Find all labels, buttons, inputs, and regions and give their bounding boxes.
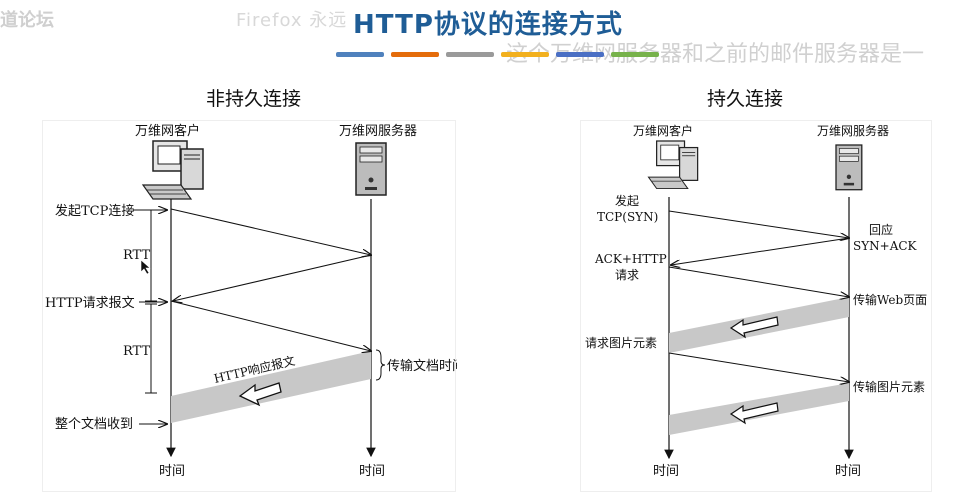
- transfer-time-label: 传输文档时间: [387, 358, 457, 374]
- time-label-server: 时间: [359, 464, 385, 479]
- client-label: 万维网客户: [135, 123, 200, 139]
- slide-title: HTTP协议的连接方式: [353, 10, 623, 40]
- server-label: 万维网服务器: [817, 123, 889, 138]
- right-panel-heading: 持久连接: [707, 88, 784, 110]
- doc-received-label: 整个文档收到: [55, 417, 133, 432]
- computer-icon: [647, 140, 699, 190]
- request-image-label: 请求图片元素: [585, 336, 657, 350]
- computer-icon: [141, 140, 204, 200]
- color-bar-segment: [556, 52, 604, 57]
- non-persistent-diagram: 万维网客户 万维网服务器: [42, 120, 465, 492]
- initiate-tcp-label: 发起TCP连接: [55, 203, 134, 219]
- initiate-line2: TCP(SYN): [597, 210, 658, 224]
- color-bar-segment: [446, 52, 494, 57]
- ack-line2: 请求: [615, 268, 639, 282]
- server-icon: [355, 142, 387, 196]
- watermark-firefox: Firefox 永远: [236, 10, 348, 31]
- time-label-server: 时间: [835, 464, 861, 479]
- watermark-left: 道论坛: [0, 10, 54, 31]
- reply-line1: 回应: [869, 222, 893, 237]
- color-bar-segment: [611, 52, 659, 57]
- left-panel-heading: 非持久连接: [206, 88, 302, 110]
- time-label-client: 时间: [159, 464, 185, 479]
- transfer-web-label: 传输Web页面: [853, 292, 927, 307]
- transfer-image-label: 传输图片元素: [853, 379, 925, 394]
- http-request-label: HTTP请求报文: [45, 296, 135, 311]
- color-bar-segment: [501, 52, 549, 57]
- color-bar-segment: [391, 52, 439, 57]
- rtt-label-1: RTT: [123, 248, 150, 263]
- ack-line1: ACK+HTTP: [594, 252, 667, 266]
- server-icon: [835, 144, 863, 191]
- color-bar-segment: [336, 52, 384, 57]
- cursor-icon: [140, 259, 151, 275]
- persistent-diagram: 万维网客户 万维网服务器: [580, 120, 932, 492]
- server-label: 万维网服务器: [339, 123, 417, 139]
- reply-line2: SYN+ACK: [853, 239, 918, 253]
- time-label-client: 时间: [653, 464, 679, 479]
- rtt-label-2: RTT: [123, 344, 150, 359]
- initiate-line1: 发起: [615, 193, 639, 208]
- client-label: 万维网客户: [633, 123, 693, 138]
